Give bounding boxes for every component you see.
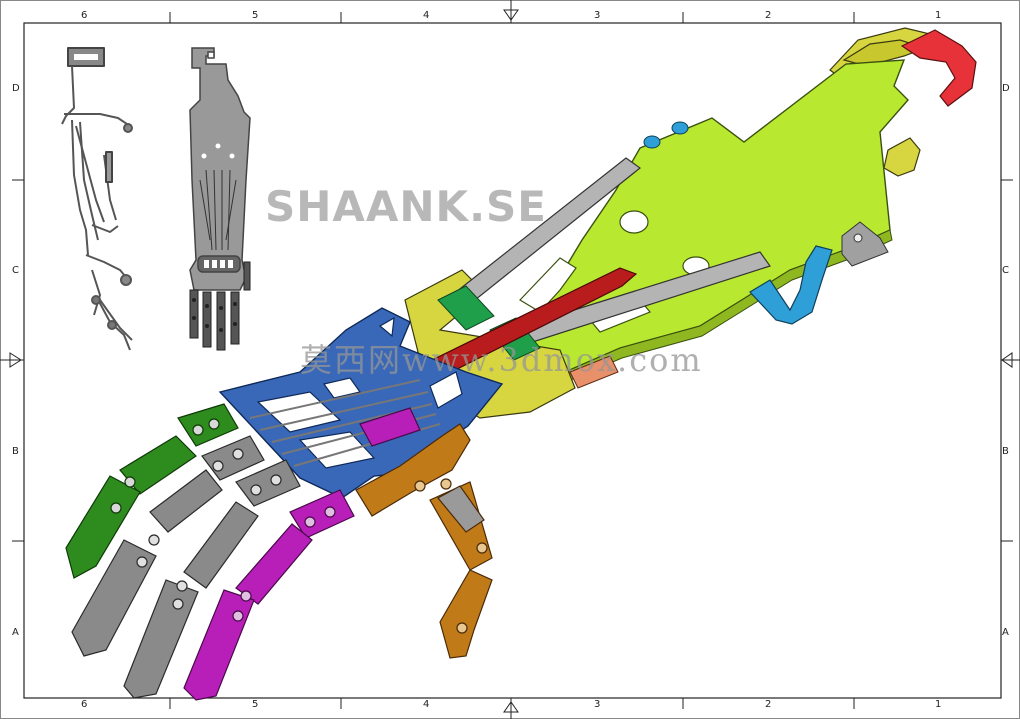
finger-magenta — [183, 407, 421, 701]
zone-top-1: 1 — [935, 10, 942, 21]
finger-gray-1 — [71, 435, 265, 657]
watermark-site: 莫西网www.3dmox.com — [300, 341, 703, 379]
zone-left-C: C — [12, 265, 19, 276]
zone-bottom-3: 3 — [594, 699, 601, 710]
center-mark-top — [503, 0, 519, 23]
zone-left-A: A — [12, 627, 19, 638]
palm-plate — [218, 307, 504, 499]
watermark-brand: SHAANK.SE — [265, 182, 547, 231]
finger-green — [65, 403, 239, 579]
center-mark-left — [0, 352, 24, 368]
center-mark-right — [1001, 352, 1020, 368]
forearm-hole-1 — [619, 210, 649, 234]
zone-bottom-6: 6 — [81, 699, 88, 710]
strap-blue — [749, 245, 833, 325]
zone-top-3: 3 — [594, 10, 601, 21]
zone-top-4: 4 — [423, 10, 430, 21]
zone-bottom-4: 4 — [423, 699, 430, 710]
zone-ticks — [12, 12, 1013, 709]
zone-bottom-2: 2 — [765, 699, 772, 710]
zone-left-B: B — [12, 446, 19, 457]
side-view-sketch — [61, 47, 133, 351]
right-hinge — [841, 221, 889, 267]
slider-green-1 — [437, 285, 495, 331]
zone-right-A: A — [1002, 627, 1009, 638]
zone-right-B: B — [1002, 446, 1009, 457]
blue-studs — [643, 121, 689, 149]
salmon-block — [569, 355, 619, 389]
zone-top-2: 2 — [765, 10, 772, 21]
zone-bottom-5: 5 — [252, 699, 259, 710]
right-hinge-pin — [853, 233, 863, 243]
zone-top-5: 5 — [252, 10, 259, 21]
zone-bottom-1: 1 — [935, 699, 942, 710]
top-view-sketch — [189, 47, 251, 351]
finger-gray-2 — [123, 459, 301, 699]
center-mark-bottom — [503, 698, 519, 719]
strap-red — [900, 29, 977, 107]
zone-top-6: 6 — [81, 10, 88, 21]
zone-left-D: D — [12, 83, 20, 94]
zone-right-C: C — [1002, 265, 1009, 276]
zone-right-D: D — [1002, 83, 1010, 94]
thumb — [355, 423, 493, 659]
